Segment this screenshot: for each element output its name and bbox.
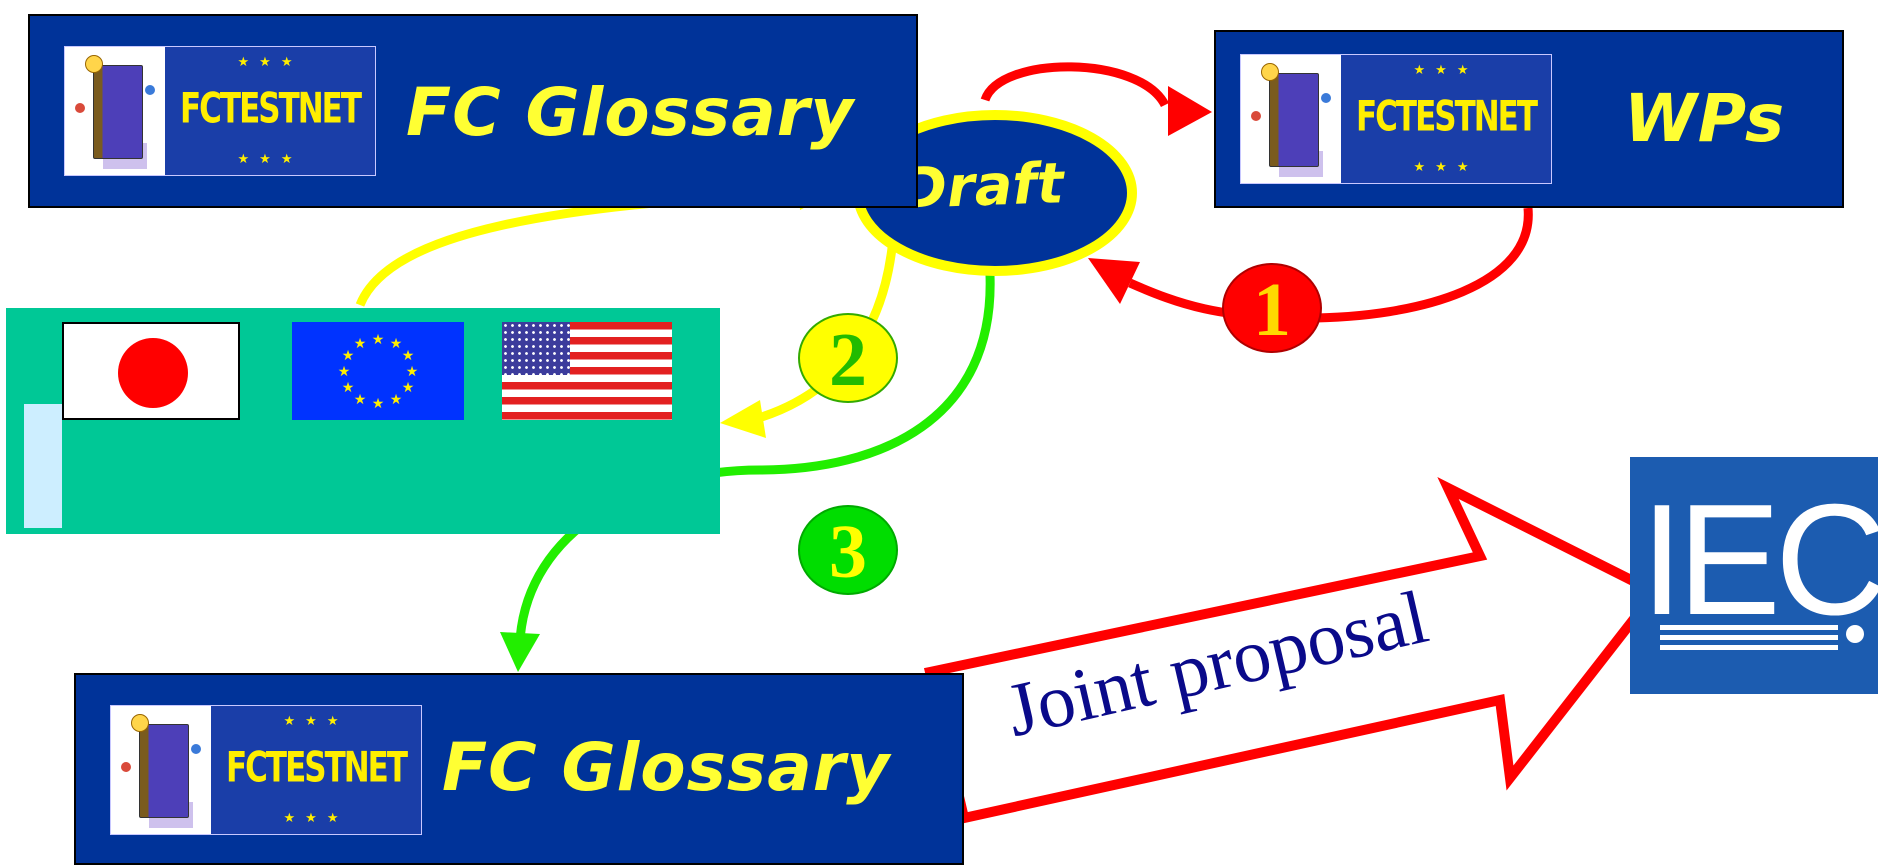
fctestnet-logo-icon: ★★★ FCTESTNET ★★★ [110,705,422,835]
svg-text:★: ★ [390,336,403,352]
svg-text:★: ★ [338,364,351,380]
banner-title: FC Glossary [406,74,855,151]
arrow-wps-to-draft [1128,207,1533,323]
joint-proposal-arrow [923,477,1663,824]
svg-text:★: ★ [402,348,415,364]
step-2-badge: 2 [798,313,898,403]
svg-text:★: ★ [402,380,415,396]
logo-word: FCTESTNET [1356,92,1538,142]
flags-panel: ★★★ ★★★ ★★★ ★★★ [6,308,720,534]
arrowhead-draft-to-flags [720,400,766,438]
svg-text:★: ★ [354,392,367,408]
svg-text:★: ★ [406,364,419,380]
arrow-draft-to-wps [980,62,1170,108]
fctestnet-logo-icon: ★★★ FCTESTNET ★★★ [64,46,376,176]
logo-word: FCTESTNET [226,743,408,793]
iec-label: IEC [1640,472,1886,648]
banner-title: WPs [1624,80,1786,157]
top-right-banner: ★★★ FCTESTNET ★★★ WPs [1214,30,1844,208]
arrowhead-draft-to-wps [1168,86,1212,136]
banner-title: FC Glossary [442,729,891,806]
arrowhead-draft-to-glossary [500,632,540,672]
arrow-flags-to-draft [355,187,809,307]
panel-strip [24,404,62,528]
arrowhead-wps-to-draft [1088,258,1140,304]
japan-flag-icon [62,322,240,420]
svg-text:★: ★ [372,396,385,412]
top-left-banner: ★★★ FCTESTNET ★★★ FC Glossary [28,14,918,208]
step-1-badge: 1 [1222,263,1322,353]
svg-text:★: ★ [354,336,367,352]
us-flag-icon [502,322,672,420]
iec-logo-icon: IEC [1630,457,1887,694]
bottom-banner: ★★★ FCTESTNET ★★★ FC Glossary [74,673,964,865]
step-3-badge: 3 [798,505,898,595]
svg-text:★: ★ [342,380,355,396]
svg-text:★: ★ [390,392,403,408]
fctestnet-logo-icon: ★★★ FCTESTNET ★★★ [1240,54,1552,184]
svg-text:★: ★ [372,332,385,348]
svg-text:★: ★ [342,348,355,364]
eu-flag-icon: ★★★ ★★★ ★★★ ★★★ [292,322,464,420]
arrow-draft-to-glossary [515,274,995,641]
logo-word: FCTESTNET [180,84,362,134]
